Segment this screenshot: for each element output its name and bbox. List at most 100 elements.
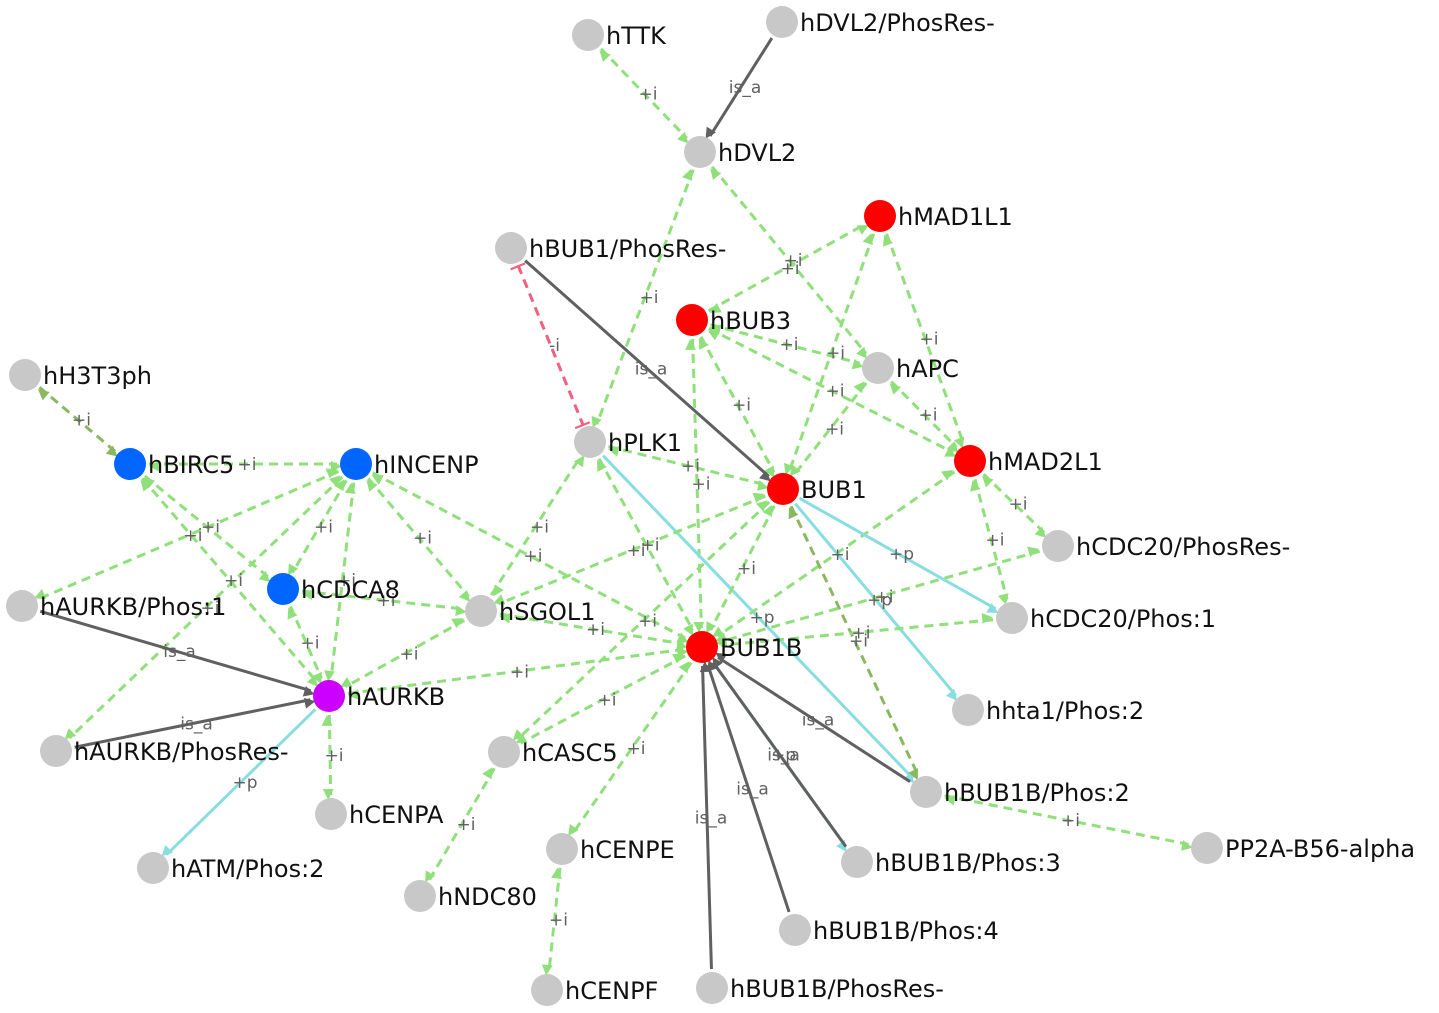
edge-label: +i <box>826 344 845 364</box>
edge-label: +i <box>639 85 658 105</box>
node-label: BUB1 <box>801 476 867 504</box>
node-hCASC5[interactable]: hCASC5 <box>488 736 618 768</box>
node-circle[interactable] <box>696 972 728 1004</box>
node-circle[interactable] <box>779 914 811 946</box>
edge-label: +p <box>232 773 257 793</box>
node-hH3T3ph[interactable]: hH3T3ph <box>9 359 152 391</box>
node-circle[interactable] <box>676 304 708 336</box>
edge-hCASC5-hNDC80 <box>425 767 496 883</box>
node-circle[interactable] <box>531 974 563 1006</box>
edge-label: +i <box>524 547 543 567</box>
edge-hAURKBPR-hAURKB <box>74 697 316 749</box>
node-label: hCDC20/Phos:1 <box>1030 605 1216 633</box>
node-hAURKB[interactable]: hAURKB <box>313 680 445 712</box>
node-hBUB1BPR[interactable]: hBUB1B/PhosRes- <box>696 972 944 1004</box>
edge-label: +i <box>641 536 660 556</box>
node-circle[interactable] <box>6 590 38 622</box>
node-hSGOL1[interactable]: hSGOL1 <box>465 595 596 627</box>
node-label: hCENPE <box>580 836 675 864</box>
edge-label: +i <box>638 612 657 632</box>
edge-label: +i <box>919 406 938 426</box>
node-label: hBUB1B/Phos:3 <box>875 849 1061 877</box>
edge-hAPC-BUB1 <box>789 381 868 477</box>
nodes-layer: hTTK hDVL2/PhosRes-hDVL2 hMAD1L1 hBUB1/Phos… <box>6 6 1415 1006</box>
node-circle[interactable] <box>114 448 146 480</box>
edge-hAURKB-hCENPA <box>321 714 334 800</box>
node-circle[interactable] <box>572 19 604 51</box>
node-hBUB1BP3[interactable]: hBUB1B/Phos:3 <box>841 846 1061 878</box>
node-hMAD2L1[interactable]: hMAD2L1 <box>954 445 1103 477</box>
edge-label: +p <box>867 591 892 611</box>
edge-label: +i <box>1009 495 1028 515</box>
node-circle[interactable] <box>841 846 873 878</box>
node-circle[interactable] <box>495 232 527 264</box>
node-circle[interactable] <box>1042 530 1074 562</box>
node-circle[interactable] <box>313 680 345 712</box>
node-hPLK1[interactable]: hPLK1 <box>574 426 682 458</box>
node-hCENPE[interactable]: hCENPE <box>546 833 675 865</box>
edge-label: +i <box>627 739 646 759</box>
edge-BUB1B-hCENPE <box>568 661 693 836</box>
node-hBIRC5[interactable]: hBIRC5 <box>114 448 234 480</box>
node-circle[interactable] <box>315 798 347 830</box>
node-hCDCA8[interactable]: hCDCA8 <box>267 573 400 605</box>
node-circle[interactable] <box>9 359 41 391</box>
node-hAURKBP1[interactable]: hAURKB/Phos:1 <box>6 590 226 622</box>
edge-label: is_a <box>729 78 762 98</box>
node-hNDC80[interactable]: hNDC80 <box>404 880 537 912</box>
node-hCENPA[interactable]: hCENPA <box>315 798 444 830</box>
node-circle[interactable] <box>267 573 299 605</box>
edge-hH3T3ph-hBIRC5 <box>37 386 118 457</box>
node-circle[interactable] <box>465 595 497 627</box>
node-hTTK[interactable]: hTTK <box>572 19 667 51</box>
node-circle[interactable] <box>1191 832 1223 864</box>
node-hBUB1BP4[interactable]: hBUB1B/Phos:4 <box>779 914 999 946</box>
node-circle[interactable] <box>574 426 606 458</box>
node-hMAD1L1[interactable]: hMAD1L1 <box>864 200 1013 232</box>
node-label: hNDC80 <box>438 883 537 911</box>
node-label: hMAD1L1 <box>898 203 1013 231</box>
edge-hAPC-hMAD2L1 <box>889 380 959 453</box>
node-circle[interactable] <box>546 833 578 865</box>
edge-label: +i <box>72 411 91 431</box>
node-circle[interactable] <box>954 445 986 477</box>
node-hBUB3[interactable]: hBUB3 <box>676 304 791 336</box>
node-circle[interactable] <box>996 602 1028 634</box>
node-circle[interactable] <box>862 352 894 384</box>
node-hAURKBPR[interactable]: hAURKB/PhosRes- <box>40 735 289 767</box>
node-hAPC[interactable]: hAPC <box>862 352 959 384</box>
edge-hINCENP-hAURKB <box>324 482 356 682</box>
node-circle[interactable] <box>686 631 718 663</box>
edges-layer <box>34 37 1193 976</box>
edge-hBUB1BP2-BUB1B <box>715 652 911 783</box>
node-hBUB1BP2[interactable]: hBUB1B/Phos:2 <box>910 776 1130 808</box>
edge-label: +p <box>889 545 914 565</box>
edge-label: is_a <box>163 642 196 662</box>
node-circle[interactable] <box>488 736 520 768</box>
node-circle[interactable] <box>767 473 799 505</box>
node-label: hINCENP <box>374 451 479 479</box>
node-circle[interactable] <box>40 735 72 767</box>
node-circle[interactable] <box>404 880 436 912</box>
node-PP2A[interactable]: PP2A-B56-alpha <box>1191 832 1415 864</box>
node-hDVL2[interactable]: hDVL2 <box>684 136 796 168</box>
node-hCDC20P1[interactable]: hCDC20/Phos:1 <box>996 602 1216 634</box>
node-hINCENP[interactable]: hINCENP <box>340 448 479 480</box>
node-hCENPF[interactable]: hCENPF <box>531 974 658 1006</box>
node-circle[interactable] <box>684 136 716 168</box>
node-hhta1[interactable]: hhta1/Phos:2 <box>952 694 1144 726</box>
node-hATMP2[interactable]: hATM/Phos:2 <box>137 852 324 884</box>
node-circle[interactable] <box>137 852 169 884</box>
node-hBUB1PR[interactable]: hBUB1/PhosRes- <box>495 232 726 264</box>
node-circle[interactable] <box>766 6 798 38</box>
node-circle[interactable] <box>864 200 896 232</box>
node-hDVL2PR[interactable]: hDVL2/PhosRes- <box>766 6 995 38</box>
node-BUB1B[interactable]: BUB1B <box>686 631 802 663</box>
node-circle[interactable] <box>952 694 984 726</box>
node-BUB1[interactable]: BUB1 <box>767 473 867 505</box>
node-circle[interactable] <box>340 448 372 480</box>
node-hCDC20PR[interactable]: hCDC20/PhosRes- <box>1042 530 1290 562</box>
node-circle[interactable] <box>910 776 942 808</box>
